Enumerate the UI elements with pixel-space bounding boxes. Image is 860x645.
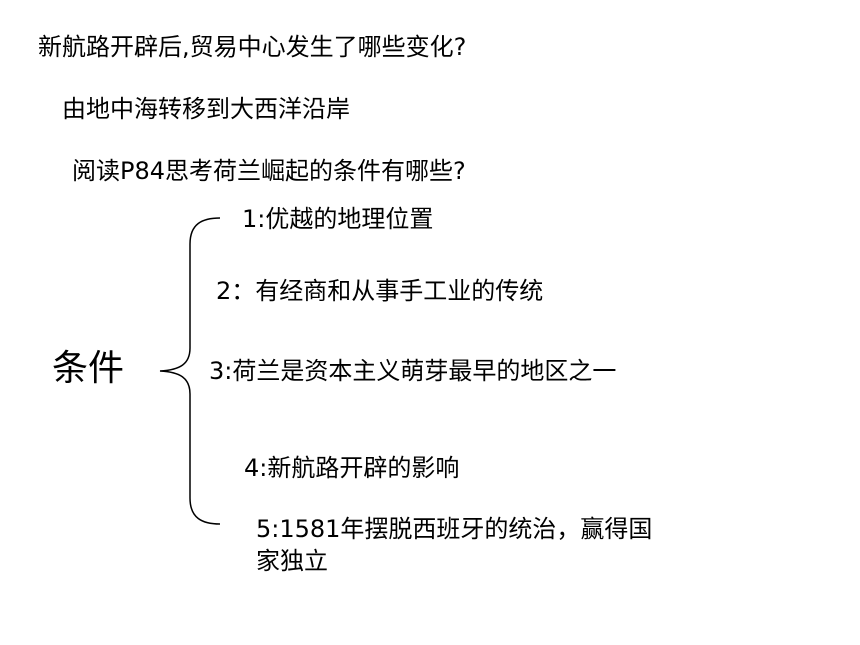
condition-item-1: 1:优越的地理位置 <box>242 205 434 233</box>
condition-item-4: 4:新航路开辟的影响 <box>244 454 460 482</box>
curly-brace-icon <box>159 217 221 525</box>
condition-item-3: 3:荷兰是资本主义萌芽最早的地区之一 <box>209 357 617 385</box>
rise-conditions-question: 阅读P84思考荷兰崛起的条件有哪些? <box>72 157 466 185</box>
trade-center-question: 新航路开辟后,贸易中心发生了哪些变化? <box>38 33 467 61</box>
conditions-label: 条件 <box>52 348 125 389</box>
trade-center-answer: 由地中海转移到大西洋沿岸 <box>62 95 350 123</box>
condition-item-5: 5:1581年摆脱西班牙的统治，赢得国家独立 <box>256 515 653 575</box>
condition-item-2: 2：有经商和从事手工业的传统 <box>216 277 544 305</box>
